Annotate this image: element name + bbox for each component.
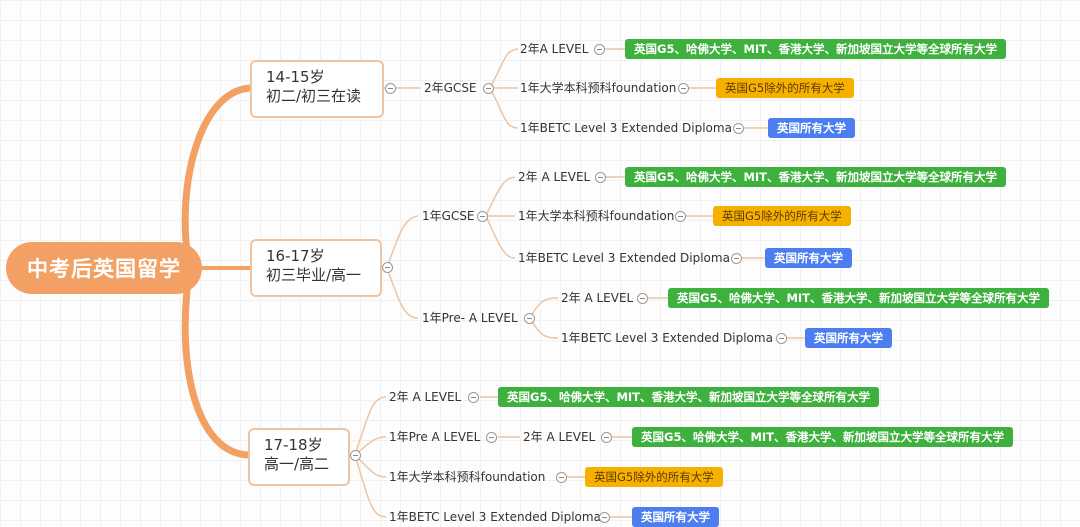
result-tag-blue[interactable]: 英国所有大学 [768, 118, 855, 138]
result-tag-blue[interactable]: 英国所有大学 [765, 248, 852, 268]
collapse-toggle-icon[interactable] [483, 83, 494, 94]
result-tag-orange[interactable]: 英国G5除外的所有大学 [713, 206, 851, 226]
grade-label: 初二/初三在读 [266, 87, 362, 105]
option-label[interactable]: 2年 A LEVEL [389, 390, 462, 404]
grade-label: 初三毕业/高一 [266, 266, 362, 284]
age-label: 16-17岁 [266, 247, 325, 265]
collapse-toggle-icon[interactable] [675, 211, 686, 222]
collapse-toggle-icon[interactable] [556, 472, 567, 483]
age-node-14-15[interactable]: 14-15岁 初二/初三在读 [250, 60, 384, 118]
result-tag-orange[interactable]: 英国G5除外的所有大学 [585, 467, 723, 487]
option-label[interactable]: 1年Pre A LEVEL [389, 430, 481, 444]
result-tag-green[interactable]: 英国G5、哈佛大学、MIT、香港大学、新加坡国立大学等全球所有大学 [668, 288, 1050, 308]
collapse-toggle-icon[interactable] [731, 253, 742, 264]
collapse-toggle-icon[interactable] [594, 44, 605, 55]
option-label[interactable]: 1年BETC Level 3 Extended Diploma [389, 510, 601, 524]
collapse-toggle-icon[interactable] [382, 262, 393, 273]
option-label[interactable]: 1年BETC Level 3 Extended Diploma [518, 251, 730, 265]
root-node[interactable]: 中考后英国留学 [6, 242, 202, 294]
age-node-17-18[interactable]: 17-18岁 高一/高二 [248, 428, 350, 486]
collapse-toggle-icon[interactable] [733, 123, 744, 134]
age-node-16-17[interactable]: 16-17岁 初三毕业/高一 [250, 239, 382, 297]
result-tag-green[interactable]: 英国G5、哈佛大学、MIT、香港大学、新加坡国立大学等全球所有大学 [498, 387, 880, 407]
option-label[interactable]: 1年大学本科预科foundation [389, 470, 546, 484]
pathway-1yr-gcse[interactable]: 1年GCSE [422, 209, 475, 223]
option-label[interactable]: 1年大学本科预科foundation [518, 209, 675, 223]
collapse-toggle-icon[interactable] [776, 333, 787, 344]
result-tag-green[interactable]: 英国G5、哈佛大学、MIT、香港大学、新加坡国立大学等全球所有大学 [632, 427, 1014, 447]
result-tag-blue[interactable]: 英国所有大学 [632, 507, 719, 527]
pathway-1yr-pre-a-level[interactable]: 1年Pre- A LEVEL [422, 311, 518, 325]
collapse-toggle-icon[interactable] [468, 392, 479, 403]
result-tag-orange[interactable]: 英国G5除外的所有大学 [716, 78, 854, 98]
age-label: 14-15岁 [266, 68, 325, 86]
collapse-toggle-icon[interactable] [601, 432, 612, 443]
collapse-toggle-icon[interactable] [524, 313, 535, 324]
option-label[interactable]: 2年A LEVEL [520, 42, 589, 56]
option-label[interactable]: 2年 A LEVEL [561, 291, 634, 305]
option-label[interactable]: 2年 A LEVEL [518, 170, 591, 184]
age-label: 17-18岁 [264, 436, 323, 454]
collapse-toggle-icon[interactable] [385, 83, 396, 94]
collapse-toggle-icon[interactable] [678, 83, 689, 94]
option-label[interactable]: 1年BETC Level 3 Extended Diploma [520, 121, 732, 135]
collapse-toggle-icon[interactable] [486, 432, 497, 443]
result-tag-green[interactable]: 英国G5、哈佛大学、MIT、香港大学、新加坡国立大学等全球所有大学 [625, 167, 1007, 187]
result-tag-green[interactable]: 英国G5、哈佛大学、MIT、香港大学、新加坡国立大学等全球所有大学 [625, 39, 1007, 59]
collapse-toggle-icon[interactable] [350, 450, 361, 461]
collapse-toggle-icon[interactable] [599, 512, 610, 523]
grade-label: 高一/高二 [264, 455, 330, 473]
collapse-toggle-icon[interactable] [595, 172, 606, 183]
collapse-toggle-icon[interactable] [637, 293, 648, 304]
option-label[interactable]: 1年大学本科预科foundation [520, 81, 677, 95]
result-tag-blue[interactable]: 英国所有大学 [805, 328, 892, 348]
collapse-toggle-icon[interactable] [477, 211, 488, 222]
option-next-label[interactable]: 2年 A LEVEL [523, 430, 596, 444]
option-label[interactable]: 1年BETC Level 3 Extended Diploma [561, 331, 773, 345]
pathway-2yr-gcse[interactable]: 2年GCSE [424, 81, 477, 95]
